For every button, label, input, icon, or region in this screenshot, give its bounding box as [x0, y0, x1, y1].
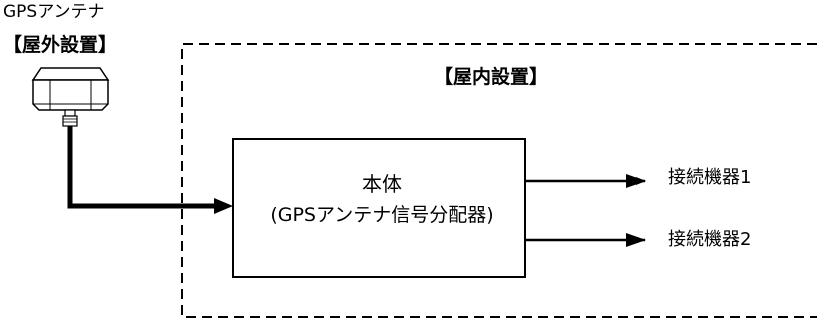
main-unit-name: 本体 [362, 172, 402, 196]
output-device-2: 接続機器2 [668, 229, 752, 250]
indoor-boundary [181, 43, 817, 318]
antenna-title: GPSアンテナ [3, 2, 105, 22]
main-unit-subtitle: (GPSアンテナ信号分配器) [270, 204, 494, 226]
antenna-cable-arrowhead [214, 198, 233, 214]
gps-antenna-icon [31, 67, 110, 127]
output-arrowhead-2 [626, 233, 646, 247]
output-device-1: 接続機器1 [668, 167, 752, 188]
antenna-cable [67, 126, 216, 209]
indoor-label: 【屋内設置】 [434, 66, 549, 88]
output-arrowhead-1 [626, 174, 646, 188]
main-unit-box [232, 138, 526, 278]
antenna-placement: 【屋外設置】 [3, 34, 118, 56]
